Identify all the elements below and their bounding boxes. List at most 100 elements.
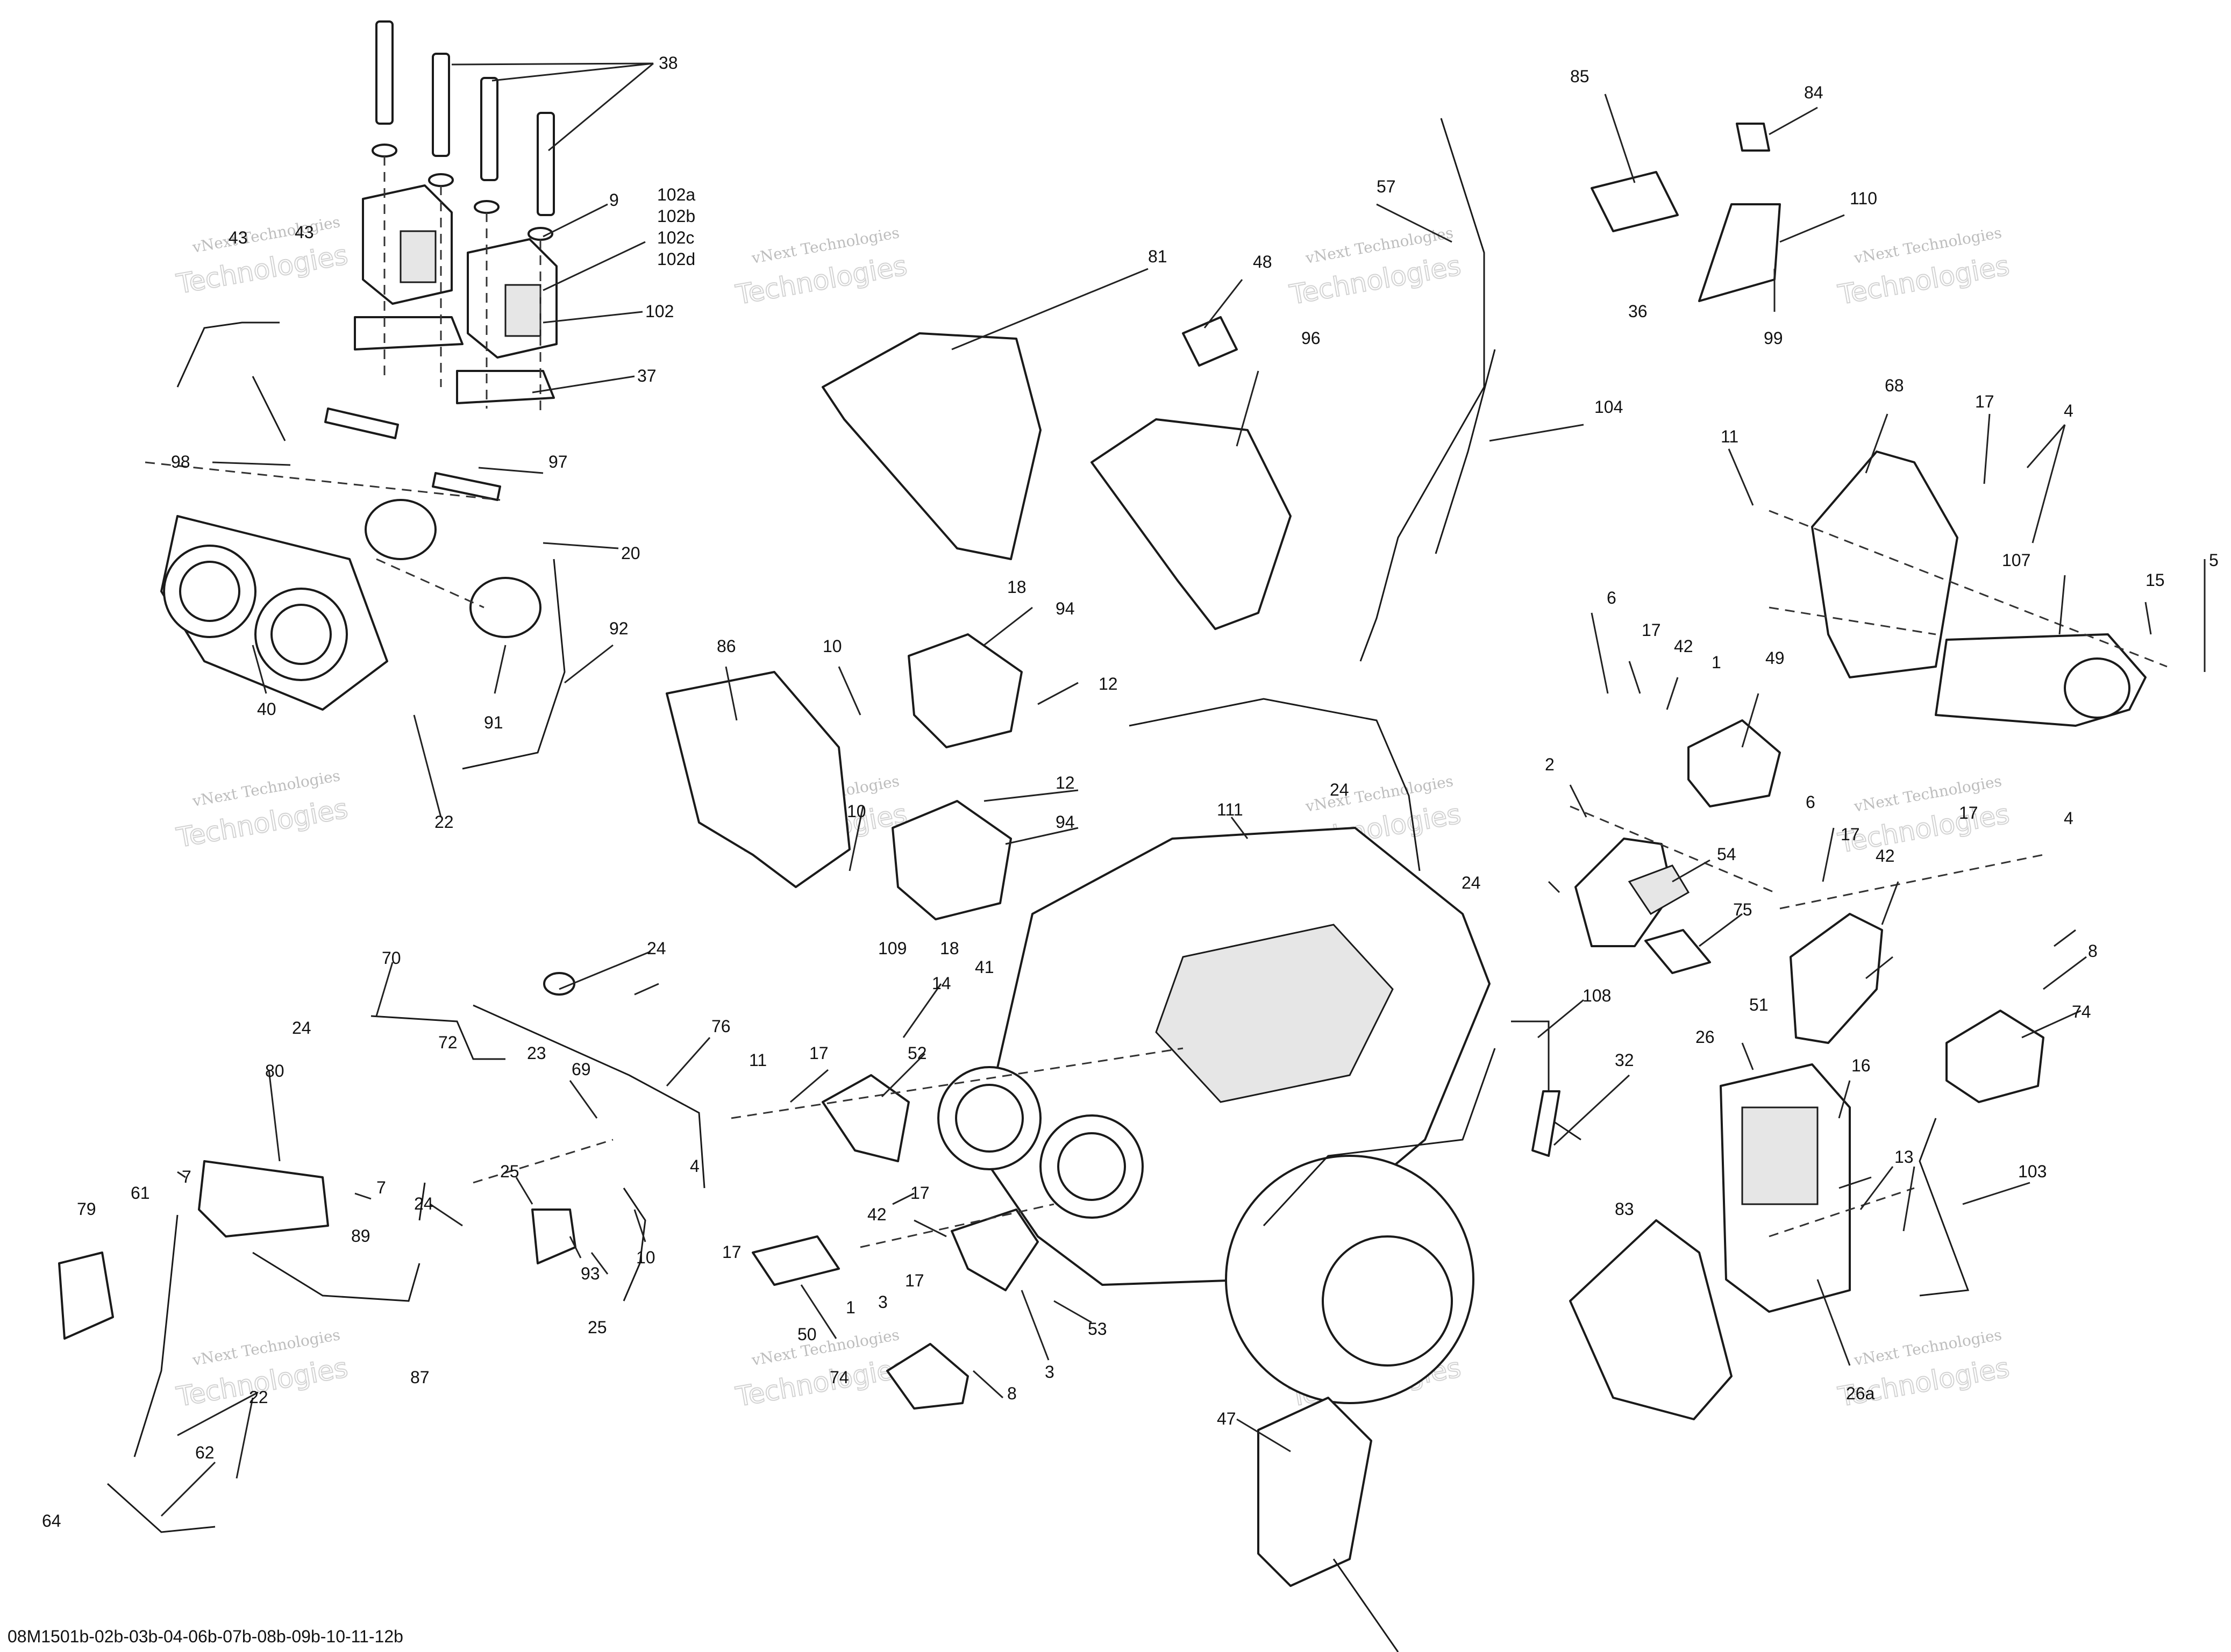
throttle-body (160, 515, 388, 711)
callout-label: 16 (1851, 1056, 1871, 1075)
callout-label: 11 (1721, 427, 1738, 446)
callout-label: 24 (647, 939, 666, 958)
callout-label: 14 (932, 974, 951, 993)
callout-label: 80 (265, 1061, 284, 1081)
callout-label: 22 (434, 812, 454, 832)
callout-label: 37 (637, 366, 657, 385)
callout-label: 110 (1850, 189, 1877, 208)
callout-label: 40 (257, 699, 276, 719)
callout-label: 17 (809, 1043, 829, 1063)
callout-label: 15 (2146, 570, 2165, 590)
callout-label: 8 (2088, 941, 2098, 961)
starter-motor (1935, 633, 2147, 727)
callout-label: 7 (376, 1178, 386, 1197)
callout-label: 12 (1099, 674, 1118, 693)
callout-label: 2 (1545, 755, 1555, 774)
callout-label: 109 (878, 939, 907, 958)
callout-label: 18 (940, 939, 959, 958)
callout-label: 49 (1765, 648, 1785, 668)
callout-label: 86 (717, 637, 736, 656)
engine-block (937, 698, 1581, 1404)
callout-label: 24 (1462, 873, 1481, 892)
callout-label: 70 (382, 948, 401, 968)
callout-label: 96 (1301, 328, 1321, 348)
callout-label: 42 (867, 1205, 887, 1224)
callout-label: 5 (2209, 550, 2219, 570)
callout-label: 4 (2064, 401, 2073, 420)
callout-label: 17 (1975, 392, 1994, 411)
callout-label: 76 (711, 1017, 731, 1036)
callout-label: 102a (657, 185, 695, 204)
callout-label: 43 (229, 228, 248, 247)
callout-label: 98 (171, 452, 190, 471)
callout-label: 62 (195, 1443, 215, 1462)
callout-label: 97 (548, 452, 568, 471)
callout-label: 68 (1885, 376, 1904, 395)
callout-label: 83 (1615, 1199, 1634, 1219)
callout-label: 108 (1583, 986, 1611, 1005)
callout-label: 61 (131, 1183, 150, 1203)
part-drawings (58, 20, 2147, 1652)
callout-label: 75 (1733, 900, 1752, 919)
ignition-coil (354, 184, 558, 404)
assembly-lines (145, 156, 2168, 1248)
callout-label: 22 (249, 1388, 268, 1407)
callout-label: 38 (659, 53, 678, 73)
callout-label: 17 (1642, 620, 1661, 640)
callout-label: 17 (910, 1183, 930, 1203)
callout-label: 11 (749, 1050, 767, 1070)
bolt-set (372, 20, 555, 241)
callout-label: 4 (2064, 809, 2073, 828)
callout-label: 12 (1056, 773, 1075, 792)
callout-label: 17 (905, 1271, 924, 1290)
callout-label: 8 (1007, 1384, 1017, 1403)
callout-label: 102b (657, 206, 695, 226)
diagram-reference-code: 08M1501b-02b-03b-04-06b-07b-08b-09b-10-1… (8, 1627, 403, 1646)
callout-label: 54 (1717, 845, 1736, 864)
callout-label: 6 (1607, 588, 1616, 607)
callout-label: 111 (1217, 800, 1243, 819)
callout-label: 79 (77, 1199, 96, 1219)
callout-labels: 38 9 102a 102b 102c 102d 102 37 43 43 98… (42, 53, 2219, 1531)
callout-label: 36 (1628, 302, 1648, 321)
callout-label: 42 (1674, 637, 1693, 656)
callout-label: 26a (1846, 1384, 1875, 1403)
callout-label: 103 (2018, 1162, 2047, 1181)
callout-label: 1 (846, 1298, 856, 1317)
callout-label: 18 (1007, 577, 1027, 597)
callout-label: 24 (1330, 780, 1349, 799)
callout-label: 41 (975, 957, 994, 977)
callout-label: 17 (722, 1242, 742, 1262)
callout-label: 102c (657, 228, 694, 247)
callout-label: 23 (527, 1043, 546, 1063)
callout-label: 50 (797, 1325, 817, 1344)
callout-label: 52 (908, 1043, 927, 1063)
leader-lines (160, 62, 2206, 1517)
callout-label: 10 (823, 637, 842, 656)
callout-label: 25 (588, 1318, 607, 1337)
callout-label: 10 (847, 802, 866, 821)
callout-label: 85 (1570, 67, 1590, 86)
callout-label: 87 (410, 1368, 430, 1387)
callout-label: 53 (1088, 1319, 1107, 1339)
callout-label: 6 (1806, 792, 1815, 812)
callout-label: 7 (182, 1167, 191, 1186)
callout-label: 94 (1056, 812, 1075, 832)
callout-label: 91 (484, 713, 503, 732)
callout-label: 3 (878, 1292, 888, 1312)
callout-label: 13 (1894, 1147, 1914, 1167)
callout-label: 42 (1876, 846, 1895, 866)
callout-label: 57 (1377, 177, 1396, 196)
callout-label: 102d (657, 249, 695, 269)
callout-label: 72 (438, 1033, 458, 1052)
callout-label: 74 (830, 1368, 849, 1387)
callout-label: 104 (1594, 397, 1623, 417)
callout-label: 47 (1217, 1409, 1236, 1428)
callout-label: 89 (351, 1226, 370, 1246)
callout-label: 25 (500, 1162, 519, 1181)
callout-label: 43 (295, 223, 314, 242)
callout-label: 94 (1056, 599, 1075, 618)
callout-label: 4 (690, 1156, 700, 1176)
ecm-module (1720, 1063, 1851, 1313)
